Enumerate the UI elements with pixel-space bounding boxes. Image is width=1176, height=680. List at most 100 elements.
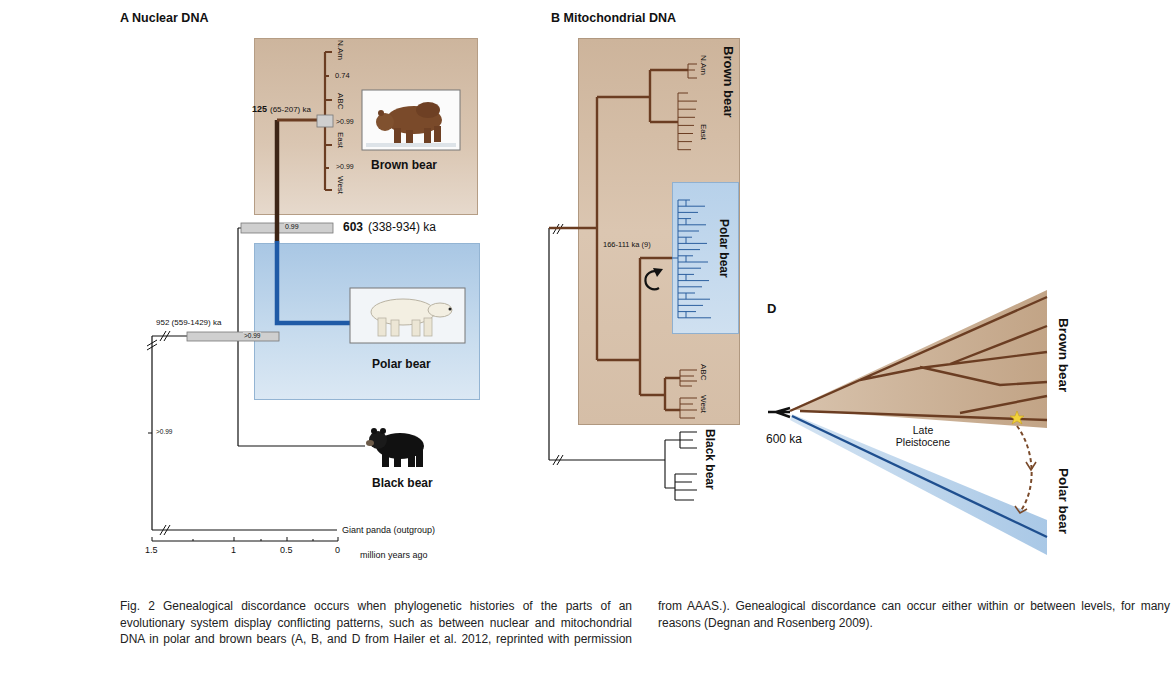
polar-subnode bbox=[686, 256, 687, 262]
east-tip bbox=[678, 125, 694, 126]
panel-title: D bbox=[767, 301, 776, 317]
east-tip bbox=[678, 109, 696, 110]
support-value: >0.99 bbox=[336, 118, 354, 126]
polar-subnode bbox=[686, 293, 687, 299]
panel-title: B Mitochondrial DNA bbox=[551, 11, 676, 26]
polar-clade-stem bbox=[672, 200, 678, 318]
node-age: 952 (559-1429) ka bbox=[156, 318, 221, 328]
clade-name: West bbox=[335, 176, 345, 194]
support-value: >0.99 bbox=[243, 332, 261, 340]
axis-break bbox=[553, 224, 563, 465]
polar-tip bbox=[678, 286, 702, 287]
tip-group bbox=[672, 93, 711, 318]
support-value: >0.99 bbox=[156, 428, 172, 436]
polar-band bbox=[790, 414, 1047, 555]
stem bbox=[768, 408, 790, 417]
figure-caption: Fig. 2 Genealogical discordance occurs w… bbox=[120, 598, 1170, 648]
black-bear-mito bbox=[665, 432, 697, 500]
polar-tip bbox=[678, 280, 709, 281]
clade-name: ABC bbox=[698, 364, 708, 380]
thick-branch bbox=[275, 120, 280, 243]
polar-tip bbox=[678, 224, 706, 225]
clade-name: West bbox=[698, 395, 708, 413]
brown-mito-tree bbox=[549, 70, 688, 410]
polar-subnode bbox=[686, 219, 687, 225]
confidence-bar bbox=[187, 332, 279, 341]
introgression-star bbox=[1010, 411, 1024, 424]
confidence-bar bbox=[241, 223, 333, 233]
polar-tip bbox=[678, 200, 690, 201]
species-name: Black bear bbox=[703, 429, 717, 490]
panel-title: A Nuclear DNA bbox=[120, 11, 208, 26]
east-tip bbox=[678, 93, 688, 94]
scale-tick: 0 bbox=[335, 545, 340, 556]
polar-lineage bbox=[792, 416, 1047, 537]
polar-subnode bbox=[686, 312, 687, 318]
clade-name: East bbox=[335, 132, 345, 148]
polar-tip bbox=[678, 218, 691, 219]
polar-tip bbox=[678, 237, 692, 238]
east-tip bbox=[678, 117, 695, 118]
node-age: 603 bbox=[343, 220, 363, 234]
node-title: Polar bear bbox=[717, 219, 731, 278]
brown-mito-tips bbox=[678, 64, 697, 418]
scale-tick: 1 bbox=[231, 545, 236, 556]
support-value: 0.99 bbox=[284, 223, 300, 231]
tree-branch bbox=[148, 228, 365, 530]
arrowhead bbox=[653, 268, 663, 277]
polar-tip bbox=[678, 206, 705, 207]
confidence-bar bbox=[317, 115, 333, 127]
polar-tip bbox=[678, 249, 700, 250]
east-tip bbox=[678, 133, 693, 134]
brown-band bbox=[790, 290, 1047, 428]
polar-bear-picture bbox=[350, 288, 465, 343]
polar-tip bbox=[678, 231, 699, 232]
support-value: >0.99 bbox=[336, 163, 354, 171]
scale-axis bbox=[152, 537, 338, 541]
nuclear-tree bbox=[147, 228, 365, 535]
species-name: Brown bear bbox=[1055, 318, 1071, 392]
species-name: Black bear bbox=[372, 476, 433, 490]
polar-tip bbox=[678, 311, 696, 312]
clade-name: East bbox=[698, 124, 708, 140]
species-name: Giant panda (outgroup) bbox=[342, 525, 435, 536]
mito-root bbox=[549, 228, 665, 460]
polar-subnode bbox=[686, 274, 687, 280]
scale-tick: 0.5 bbox=[280, 545, 293, 556]
node-age: 125 bbox=[252, 104, 267, 115]
polar-tip bbox=[678, 299, 710, 300]
east-tip bbox=[678, 101, 697, 102]
event-label: Late Pleistocene bbox=[888, 424, 958, 448]
polar-tip bbox=[678, 212, 698, 213]
arrowhead bbox=[1015, 462, 1036, 513]
polar-subnode bbox=[686, 237, 687, 243]
polar-tip bbox=[678, 317, 711, 318]
east-tip bbox=[678, 141, 692, 142]
east-tip bbox=[678, 149, 691, 150]
polar-tip bbox=[678, 262, 708, 263]
black-bear-picture bbox=[366, 428, 424, 467]
clade-name: ABC bbox=[335, 93, 345, 109]
node-title: Brown bear bbox=[720, 46, 736, 118]
brown-lineages bbox=[790, 297, 1047, 420]
polar-tip bbox=[678, 243, 707, 244]
support-value: 0.74 bbox=[335, 71, 350, 80]
node-age: 166-111 ka (9) bbox=[603, 240, 651, 249]
scale-unit: million years ago bbox=[360, 550, 428, 561]
brown-bear-picture bbox=[362, 90, 460, 150]
polar-tip bbox=[678, 305, 703, 306]
node-title: Polar bear bbox=[372, 357, 431, 371]
split-age: 600 ka bbox=[766, 432, 802, 446]
polar-subnode bbox=[686, 200, 687, 206]
clade-name: N.Am bbox=[335, 40, 345, 60]
node-title: Brown bear bbox=[371, 158, 437, 172]
node-age-range: (65-207) ka bbox=[270, 105, 311, 115]
polar-tip bbox=[678, 268, 701, 269]
clade-name: N.Am bbox=[698, 55, 708, 75]
polar-branch bbox=[277, 241, 350, 323]
node-age-range: (338-934) ka bbox=[368, 220, 436, 234]
species-name: Polar bear bbox=[1055, 468, 1071, 534]
scale-tick: 1.5 bbox=[145, 545, 158, 556]
